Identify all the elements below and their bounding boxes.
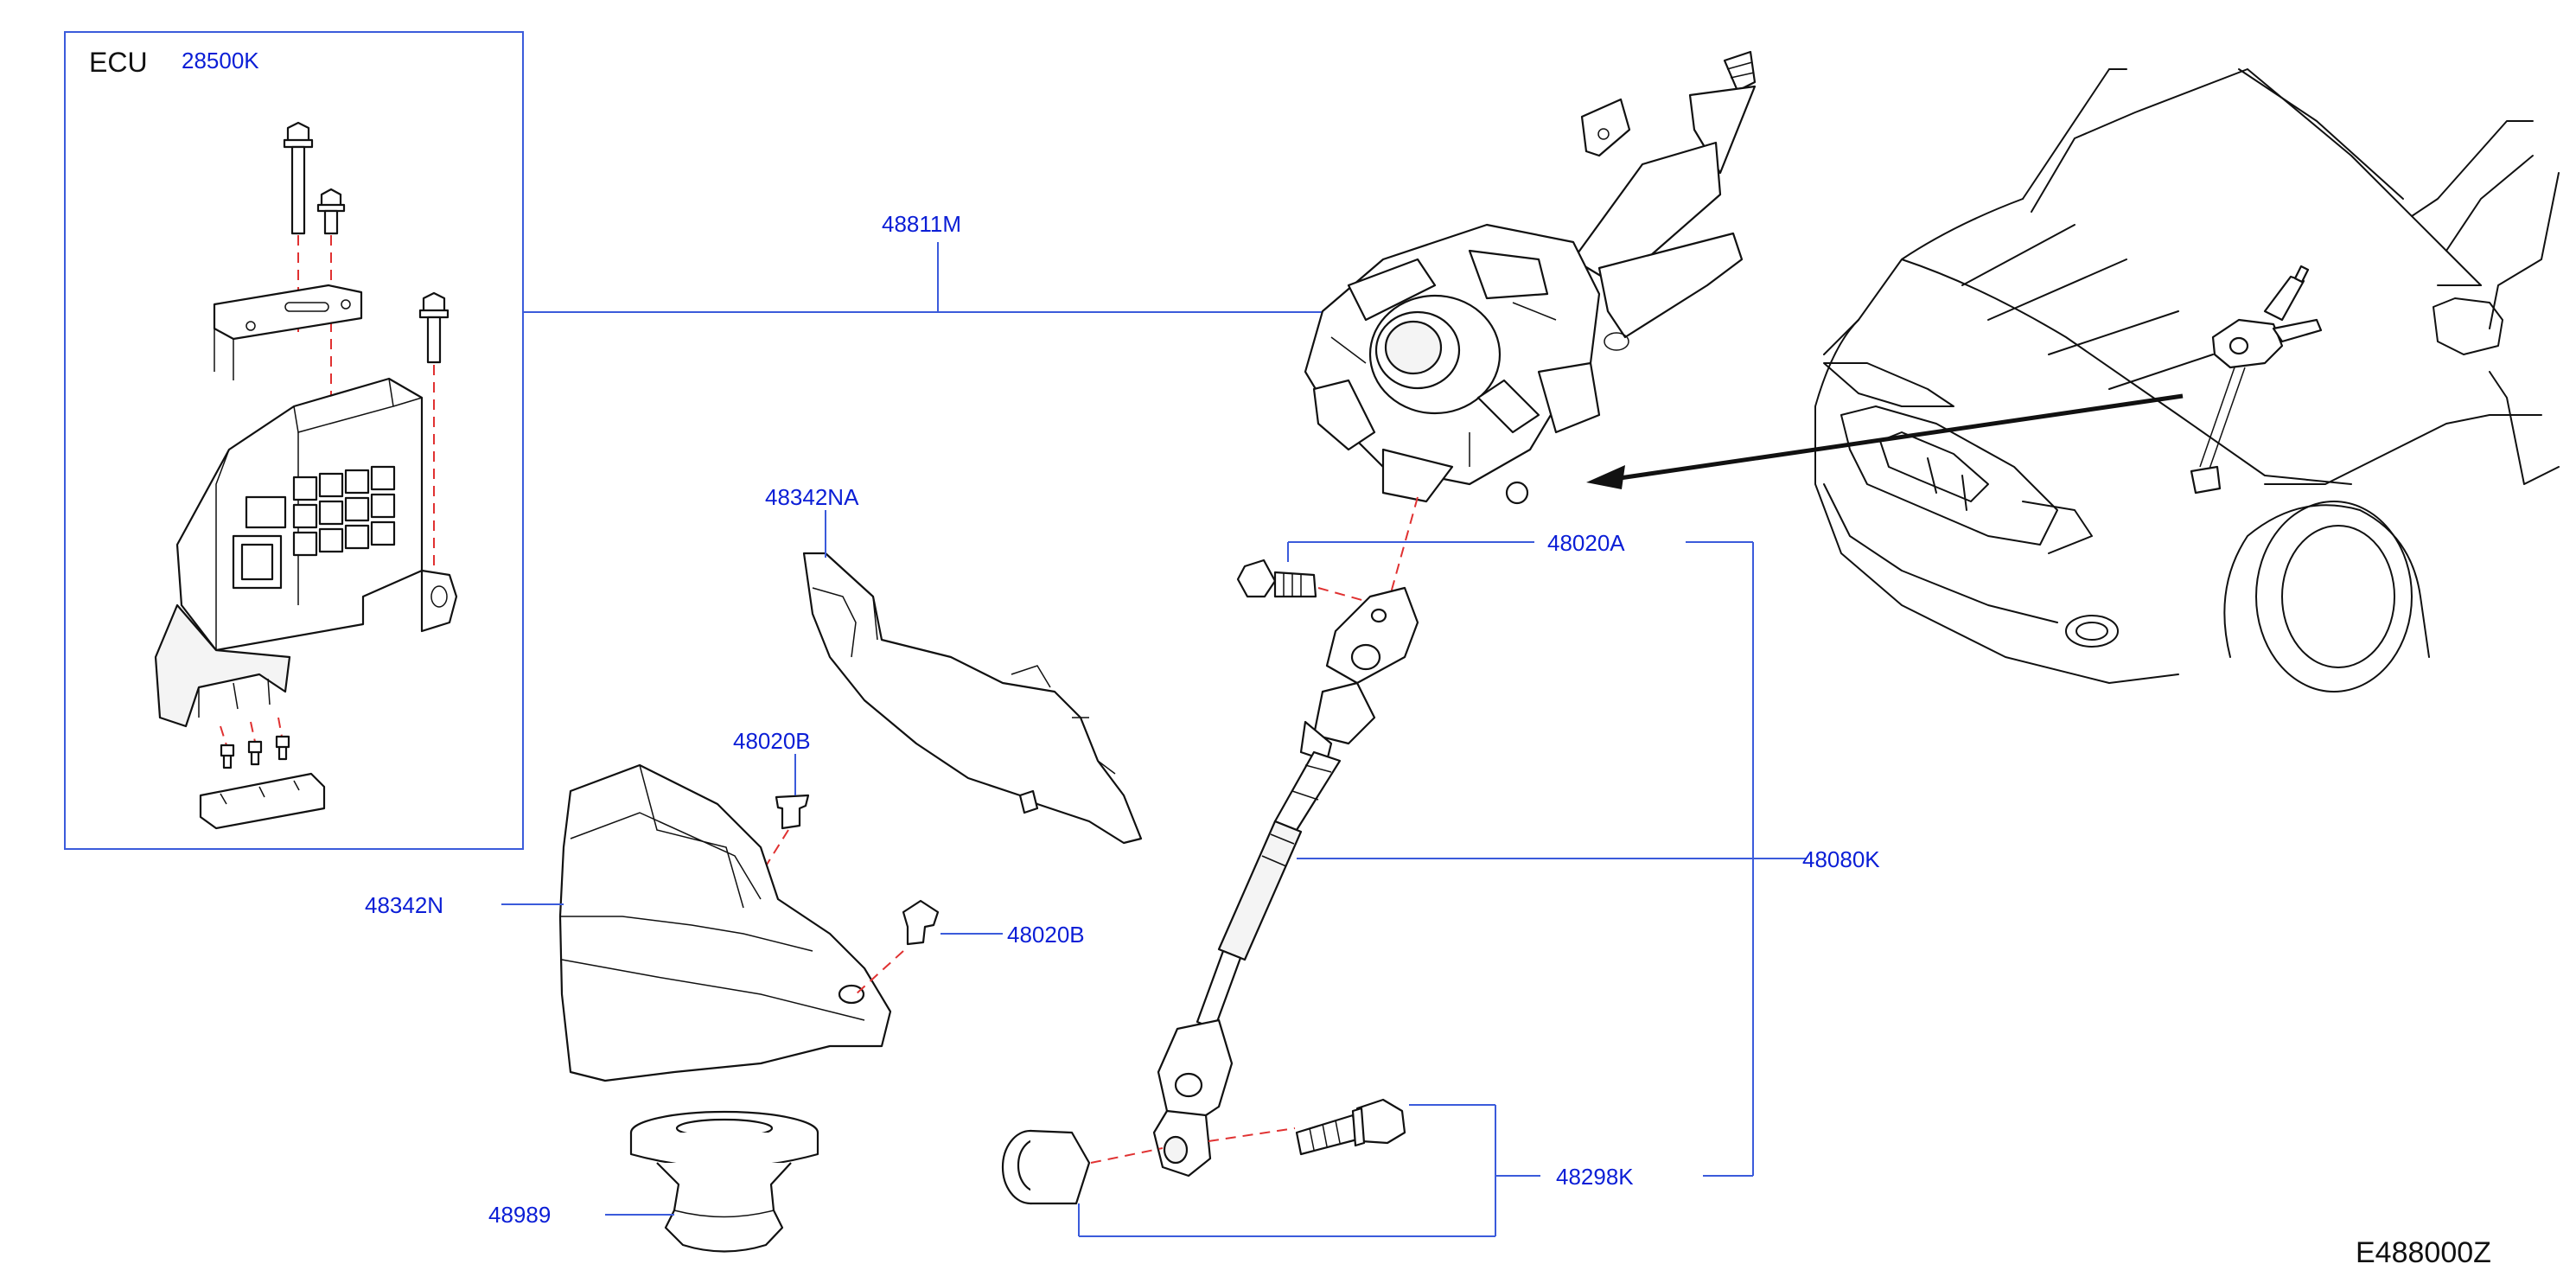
grommet-boot — [629, 1110, 819, 1253]
vehicle-column-highlight — [2190, 265, 2323, 495]
ecu-module — [154, 377, 458, 728]
label-boot: 48989 — [488, 1202, 551, 1228]
ecu-title: ECU — [89, 47, 148, 78]
label-column-assembly: 48811M — [882, 211, 961, 237]
bolt-48020a — [1236, 559, 1317, 598]
column-motor — [1368, 294, 1540, 434]
clip-upper — [775, 794, 810, 830]
upper-cover — [802, 552, 1143, 845]
clip-lower — [902, 899, 940, 946]
ecu-lower-clamp — [199, 772, 326, 830]
ecu-connector — [232, 465, 396, 590]
label-column-bolt: 48020A — [1547, 530, 1625, 556]
ecu-small-screws — [220, 717, 290, 769]
label-lower-bolt: 48298K — [1556, 1164, 1634, 1190]
label-lower-cover: 48342N — [365, 892, 443, 918]
ecu-part-number: 28500K — [182, 48, 259, 73]
label-lower-clip: 48020B — [1007, 922, 1085, 948]
ecu-inset: ECU 28500K — [64, 31, 524, 850]
label-upper-clip: 48020B — [733, 728, 811, 754]
ecu-frame — [64, 31, 524, 850]
intermediate-shaft — [1152, 586, 1419, 1178]
locator-arrow — [1586, 393, 2184, 489]
ecu-long-bolt — [283, 121, 314, 235]
ecu-bracket — [213, 284, 363, 380]
bolt-48298k — [1295, 1098, 1406, 1156]
shaft-bushing — [1001, 1129, 1091, 1205]
label-shaft: 48080K — [1802, 846, 1880, 872]
lower-cover — [558, 763, 892, 1082]
ecu-short-bolt — [316, 188, 346, 235]
label-upper-cover: 48342NA — [765, 484, 859, 510]
ecu-right-bolt — [418, 291, 450, 364]
diagram-code: E488000Z — [2356, 1236, 2491, 1269]
vehicle-illustration — [1814, 68, 2560, 693]
steering-column-assembly — [1304, 50, 1757, 505]
